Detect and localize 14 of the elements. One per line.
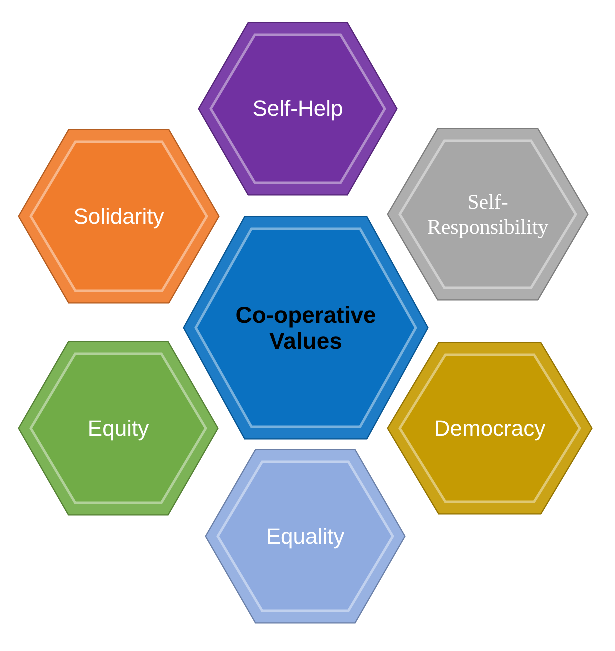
hexagon-tile <box>198 22 398 196</box>
hexagon-tile <box>18 129 220 304</box>
hexagon-tile <box>387 342 593 515</box>
value-label: Equality <box>266 524 345 550</box>
value-label: Self-Responsibility <box>426 190 550 239</box>
value-label: Co-operative Values <box>234 302 378 354</box>
value-label: Democracy <box>434 416 546 442</box>
hexagon-tile <box>18 341 219 516</box>
value-label: Self-Help <box>252 96 344 122</box>
hexagon-tile <box>387 128 589 301</box>
value-label: Solidarity <box>74 204 164 230</box>
hexagon-tile <box>205 449 406 624</box>
value-label: Equity <box>88 416 150 442</box>
hexagon-tile <box>183 216 429 440</box>
